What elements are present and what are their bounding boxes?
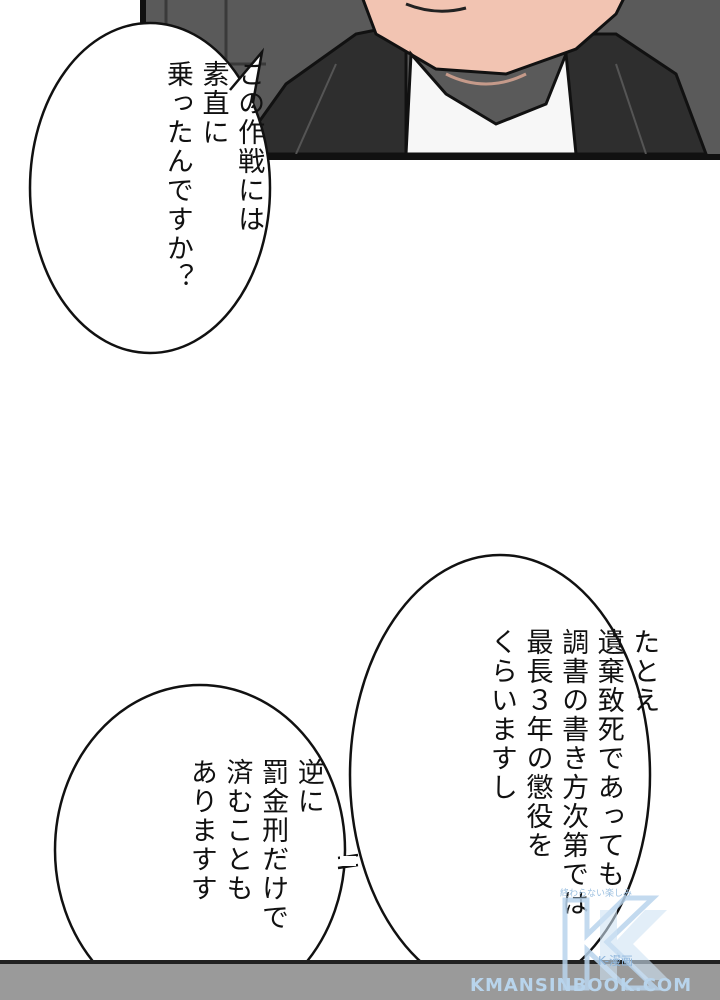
penalty-line-4: 最長３年の懲役を <box>521 628 553 860</box>
fine-line-2: 罰金刑だけで <box>257 758 289 932</box>
fine-line-1: 逆に <box>292 758 324 816</box>
penalty-line-3: 調書の書き方次第では <box>557 628 589 918</box>
question-bubble-text: この作戦には素直に乗ったんですか？ <box>88 60 337 292</box>
penalty-line-1: たとえ <box>628 628 660 715</box>
fine-line-3: 済むことも <box>221 758 253 903</box>
watermark-tagline: 終わらない楽しみ <box>560 889 633 899</box>
fine-line-4: ありますす <box>185 758 217 903</box>
penalty-line-2: 遺棄致死であっても <box>592 628 624 889</box>
fine-bubble <box>53 683 347 1000</box>
penalty-bubble-text: たとえ遺棄致死であっても調書の書き方次第では最長３年の懲役をくらいますし <box>412 628 720 918</box>
watermark-site: KMANSINBOOK.COM <box>470 975 693 996</box>
penalty-line-5: くらいますし <box>485 628 517 802</box>
watermark-sub: K-漫画 <box>598 954 633 968</box>
question-line-1: この作戦には <box>233 60 265 234</box>
question-line-2: 素直に <box>197 60 229 147</box>
fine-bubble-text: 逆に罰金刑だけで済むこともありますす <box>112 758 397 932</box>
question-bubble <box>28 21 272 355</box>
question-line-3: 乗ったんですか？ <box>161 60 193 292</box>
